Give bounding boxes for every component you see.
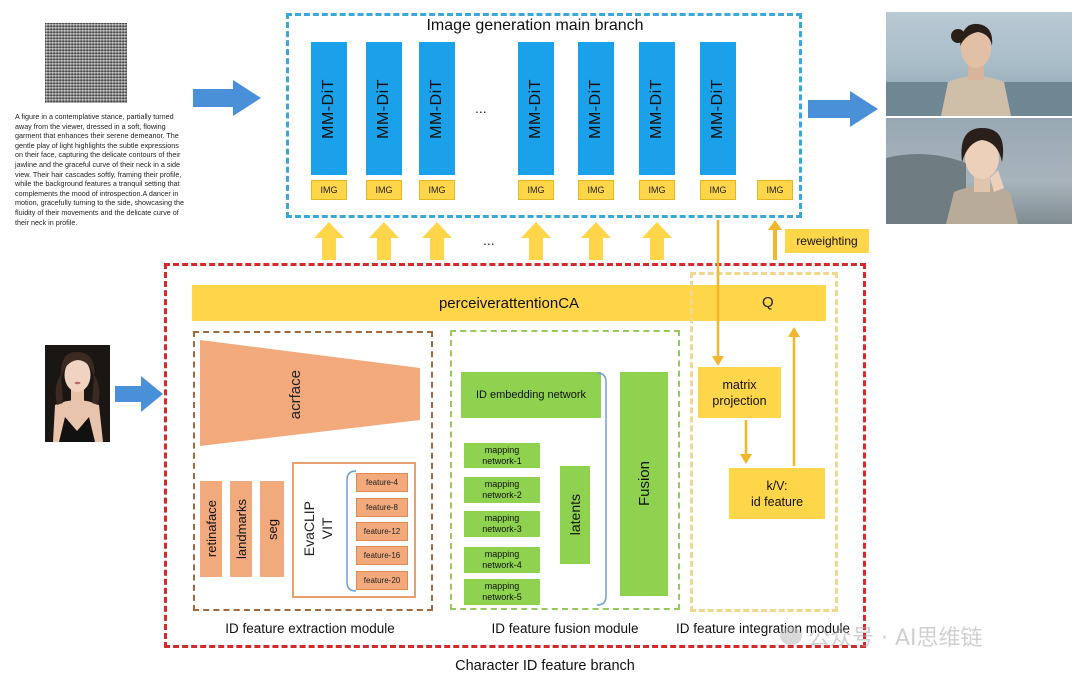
id-embedding-network: ID embedding network: [461, 372, 601, 418]
mmdit-block-1: MM-DiT: [311, 42, 347, 175]
img-token-7: IMG: [700, 180, 736, 200]
output-arrow-icon: [808, 91, 878, 127]
extraction-module-box: [193, 331, 433, 611]
extraction-caption: ID feature extraction module: [225, 621, 395, 636]
main-branch-title: Image generation main branch: [426, 17, 644, 34]
mmdit-block-2: MM-DiT: [366, 42, 402, 175]
input-face-photo: [45, 345, 110, 442]
img-token-4: IMG: [518, 180, 554, 200]
feature-4: feature-4: [356, 473, 408, 492]
feature-12: feature-12: [356, 522, 408, 541]
img-token-2: IMG: [366, 180, 402, 200]
kv-id-feature-box: k/V:id feature: [729, 468, 825, 519]
prompt-text: A figure in a contemplative stance, part…: [15, 112, 185, 227]
img-token-8: IMG: [757, 180, 793, 200]
mmdit-block-5: MM-DiT: [578, 42, 614, 175]
integration-caption: ID feature integration module: [675, 621, 851, 636]
q-label: Q: [762, 294, 774, 311]
img-token-5: IMG: [578, 180, 614, 200]
mmdit-block-7: MM-DiT: [700, 42, 736, 175]
feature-20: feature-20: [356, 571, 408, 590]
integration-arrows-icon: [712, 220, 800, 466]
img-token-1: IMG: [311, 180, 347, 200]
img-token-6: IMG: [639, 180, 675, 200]
perceiver-label: perceiverattentionCA: [438, 294, 580, 312]
acrface-shape: [200, 340, 420, 446]
landmarks-block: landmarks: [230, 481, 252, 577]
mmdit-block-6: MM-DiT: [639, 42, 675, 175]
img-token-3: IMG: [419, 180, 455, 200]
retinaface-block: retinaface: [200, 481, 222, 577]
up-arrows-icon: [314, 222, 672, 260]
fusion-module-box: [450, 330, 680, 610]
fusion-caption: ID feature fusion module: [491, 621, 639, 636]
mmdit-block-3: MM-DiT: [419, 42, 455, 175]
seg-block: seg: [260, 481, 284, 577]
perceiver-attention-bar: perceiverattentionCA: [192, 285, 826, 321]
arrows-ellipsis: ...: [483, 232, 495, 248]
acrface-label: acrface: [286, 370, 304, 420]
feature-8: feature-8: [356, 498, 408, 517]
mmdit-block-4: MM-DiT: [518, 42, 554, 175]
input-arrow-icon: [193, 80, 261, 116]
character-branch-box: [164, 263, 866, 648]
feature-bracket-icon: [346, 470, 357, 592]
main-branch-ellipsis: ...: [475, 100, 487, 116]
feature-16: feature-16: [356, 546, 408, 565]
main-branch-box: [286, 13, 802, 218]
watermark: 公众号 · AI思维链: [780, 622, 983, 651]
branch-caption: Character ID feature branch: [455, 658, 635, 674]
fusion-bracket-icon: [596, 372, 607, 606]
fusion-block: Fusion: [620, 372, 668, 596]
integration-module-box: [690, 272, 838, 612]
wechat-icon: [780, 627, 802, 645]
output-portrait-2: [886, 118, 1072, 224]
output-portrait-1: [886, 12, 1072, 116]
reweighting-label: reweighting: [785, 229, 869, 253]
latents-block: latents: [560, 466, 590, 564]
reweighting-arrow-icon: [768, 220, 782, 260]
noise-image: [45, 23, 127, 103]
face-input-arrow-icon: [115, 376, 163, 412]
